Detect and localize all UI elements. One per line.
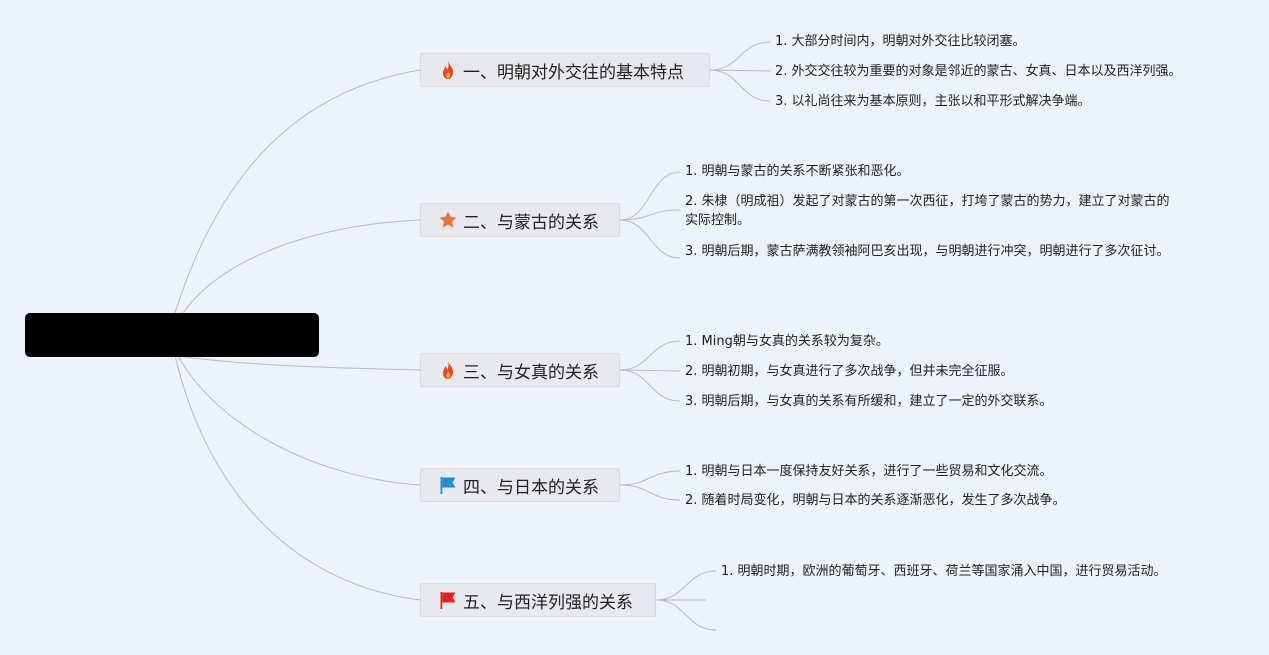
edge-topic-5-item-3	[655, 599, 717, 631]
edge-topic-3-item-1	[619, 340, 681, 371]
edge-topic-1-item-2	[709, 69, 771, 72]
edge-root-topic-5	[174, 355, 421, 601]
edge-topic-1-item-3	[709, 69, 771, 102]
topic-4-item-2: 2. 随着时局变化，明朝与日本的关系逐渐恶化，发生了多次战争。	[685, 493, 1066, 508]
edge-topic-4-item-2	[619, 484, 681, 501]
edge-topic-4-item-1	[619, 470, 681, 486]
topic-2-item-2: 2. 朱棣（明成祖）发起了对蒙古的第一次西征，打垮了蒙古的势力，建立了对蒙古的实…	[685, 194, 1170, 228]
topic-4-item-1: 1. 明朝与日本一度保持友好关系，进行了一些贸易和文化交流。	[685, 464, 1053, 479]
topic-label: 一、明朝对外交往的基本特点	[463, 62, 684, 83]
topic-5-item-1: 1. 明朝时期，欧洲的葡萄牙、西班牙、荷兰等国家涌入中国，进行贸易活动。	[721, 564, 1167, 579]
blue-flag-icon	[438, 475, 458, 495]
topic-2-item-3: 3. 明朝后期，蒙古萨满教领袖阿巴亥出现，与明朝进行冲突，明朝进行了多次征讨。	[685, 244, 1170, 259]
edge-topic-2-item-3	[619, 219, 681, 259]
red-flag-icon	[438, 590, 458, 610]
topic-label: 四、与日本的关系	[463, 477, 599, 498]
edge-topic-3-item-2	[619, 369, 681, 372]
topic-2-item-1: 1. 明朝与蒙古的关系不断紧张和恶化。	[685, 164, 910, 179]
edge-root-topic-2	[182, 219, 421, 314]
edge-topic-2-item-1	[619, 171, 681, 221]
topic-3-item-2: 2. 明朝初期，与女真进行了多次战争，但并未完全征服。	[685, 364, 1014, 379]
topic-1-item-1: 1. 大部分时间内，明朝对外交往比较闭塞。	[775, 34, 1026, 49]
edge-topic-2-item-2	[619, 209, 681, 221]
topic-label: 三、与女真的关系	[463, 362, 599, 383]
star-icon	[438, 210, 458, 230]
topic-label: 五、与西洋列强的关系	[463, 592, 633, 613]
topic-western-powers[interactable]: 五、与西洋列强的关系	[420, 583, 656, 617]
topic-mongolia[interactable]: 二、与蒙古的关系	[420, 203, 620, 237]
topic-3-item-1: 1. Ming朝与女真的关系较为复杂。	[685, 334, 889, 349]
fire-icon	[438, 60, 458, 80]
topic-label: 二、与蒙古的关系	[463, 212, 599, 233]
edge-root-topic-4	[177, 355, 421, 486]
topic-japan[interactable]: 四、与日本的关系	[420, 468, 620, 502]
edge-topic-3-item-3	[619, 369, 681, 402]
edge-root-topic-1	[174, 69, 421, 314]
topic-1-item-3: 3. 以礼尚往来为基本原则，主张以和平形式解决争端。	[775, 94, 1091, 109]
edge-topic-5-item-1	[655, 570, 717, 601]
topic-1-item-2: 2. 外交交往较为重要的对象是邻近的蒙古、女真、日本以及西洋列强。	[775, 64, 1182, 79]
topic-3-item-3: 3. 明朝后期，与女真的关系有所缓和，建立了一定的外交联系。	[685, 394, 1053, 409]
topic-jurchen[interactable]: 三、与女真的关系	[420, 353, 620, 387]
edge-root-topic-3	[177, 355, 421, 371]
topic-basic-features[interactable]: 一、明朝对外交往的基本特点	[420, 53, 710, 87]
root-node-redacted[interactable]	[25, 313, 319, 357]
edge-topic-1-item-1	[709, 41, 771, 71]
fire-icon	[438, 360, 458, 380]
